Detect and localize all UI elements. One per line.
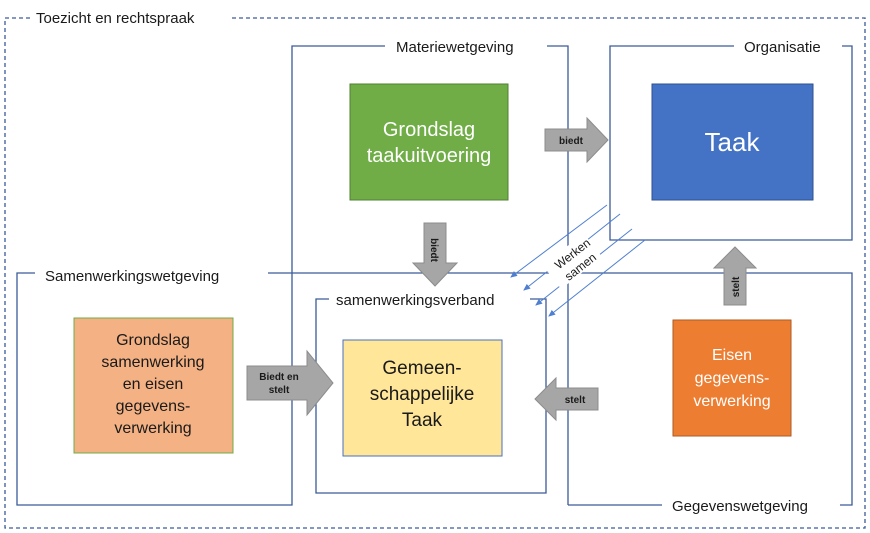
biedt-en-stelt-line1: Biedt en xyxy=(259,372,298,383)
grondslag-samenwerking-line5: verwerking xyxy=(114,420,191,437)
grondslag-samenwerking-line4: gegevens- xyxy=(116,398,191,415)
stelt-up-arrow xyxy=(712,246,758,306)
biedt-down-arrow xyxy=(411,222,459,287)
organisatie-frame xyxy=(609,45,853,241)
gegevenswetgeving-frame xyxy=(568,272,853,506)
biedt-en-stelt-line2: stelt xyxy=(269,385,290,396)
eisen-line3: verwerking xyxy=(693,393,770,410)
toezicht-frame xyxy=(4,17,866,529)
eisen-gegevensverwerking-box xyxy=(672,319,792,437)
samenwerkingsverband-label: samenwerkingsverband xyxy=(336,292,494,309)
gemeenschappelijke-line3: Taak xyxy=(402,410,443,431)
gemeenschappelijke-line1: Gemeen- xyxy=(382,358,461,379)
biedt-right-label: biedt xyxy=(559,136,584,147)
biedt-down-label: biedt xyxy=(428,238,439,263)
biedt-en-stelt-arrow xyxy=(246,349,334,417)
gemeenschappelijke-line2: schappelijke xyxy=(370,384,475,405)
grondslag-samenwerking-box xyxy=(73,317,234,454)
gegevenswetgeving-label: Gegevenswetgeving xyxy=(672,498,808,515)
grondslag-samenwerking-line2: samenwerking xyxy=(101,354,204,371)
gemeenschappelijke-taak-box xyxy=(342,339,503,457)
materiewetgeving-frame xyxy=(16,45,569,506)
grondslag-taak-line2: taakuitvoering xyxy=(367,145,492,167)
connector-line-1 xyxy=(510,204,608,278)
grondslag-taakuitvoering-box xyxy=(349,83,509,201)
eisen-line2: gegevens- xyxy=(695,370,770,387)
grondslag-samenwerking-line3: en eisen xyxy=(123,376,184,393)
biedt-right-arrow xyxy=(544,116,609,164)
stelt-left-label: stelt xyxy=(565,395,586,406)
taak-box xyxy=(651,83,814,201)
grondslag-taak-line1: Grondslag xyxy=(383,119,475,141)
organisatie-label: Organisatie xyxy=(744,39,821,56)
grondslag-samenwerking-line1: Grondslag xyxy=(116,332,190,349)
samenwerkingswetgeving-label: Samenwerkingswetgeving xyxy=(45,268,219,285)
werken-samen-label-bg xyxy=(542,233,603,290)
connector-line-4 xyxy=(548,239,646,317)
stelt-left-arrow xyxy=(534,376,599,422)
stelt-up-label: stelt xyxy=(731,276,742,297)
toezicht-label: Toezicht en rechtspraak xyxy=(36,10,195,27)
materiewetgeving-label: Materiewetgeving xyxy=(396,39,514,56)
taak-label: Taak xyxy=(705,127,761,157)
eisen-line1: Eisen xyxy=(712,347,752,364)
